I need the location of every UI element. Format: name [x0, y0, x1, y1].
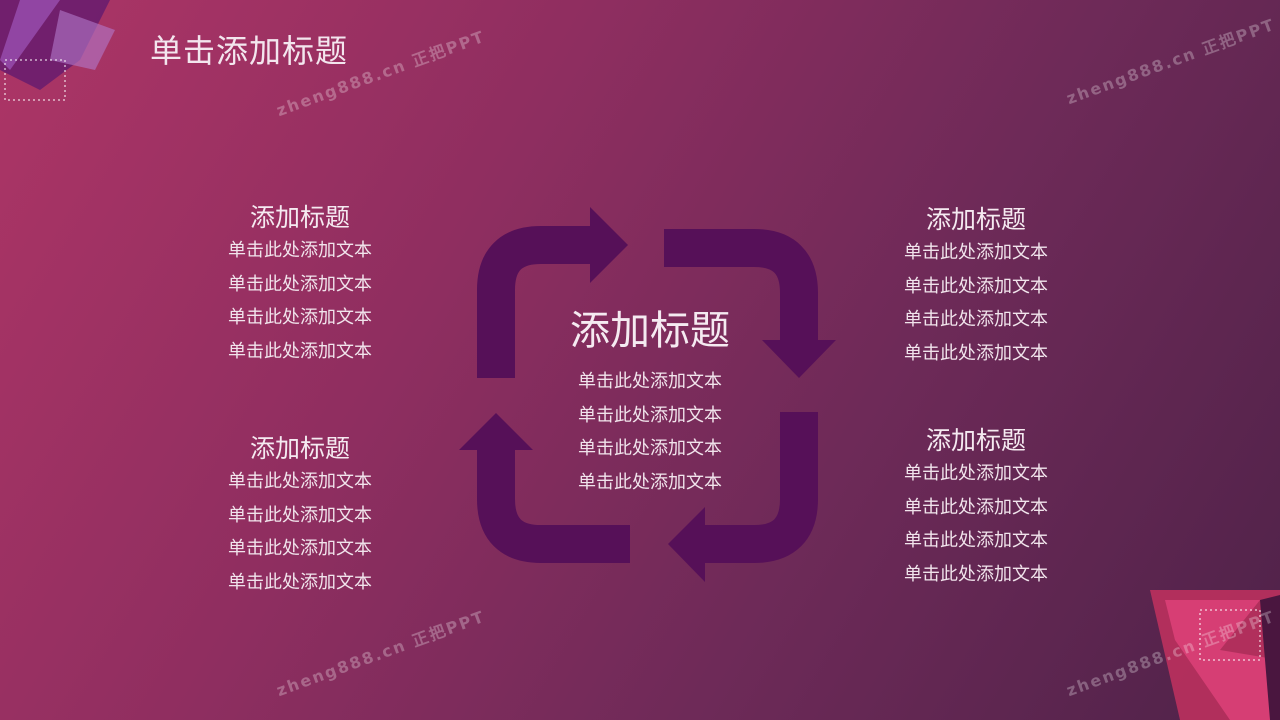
cycle-arrow-top-right: [664, 229, 818, 344]
corner-decoration-top-left: [0, 0, 115, 101]
text-line: 单击此处添加文本: [904, 342, 1048, 364]
text-block-bottom-right[interactable]: 添加标题 单击此处添加文本 单击此处添加文本 单击此处添加文本 单击此处添加文本: [866, 425, 1086, 591]
text-line: 单击此处添加文本: [578, 438, 722, 459]
text-line: 单击此处添加文本: [228, 240, 372, 261]
text-line: 单击此处添加文本: [904, 463, 1048, 484]
text-block-top-right[interactable]: 添加标题 单击此处添加文本 单击此处添加文本 单击此处添加文本 单击此处添加文本: [866, 204, 1086, 370]
cycle-arrow-top-left: [477, 226, 594, 378]
text-line: 单击此处添加文本: [904, 242, 1048, 263]
text-block-bottom-left[interactable]: 添加标题 单击此处添加文本 单击此处添加文本 单击此处添加文本 单击此处添加文本: [190, 433, 410, 599]
center-text-block[interactable]: 添加标题 单击此处添加文本 单击此处添加文本 单击此处添加文本 单击此处添加文本: [540, 305, 760, 499]
text-line: 单击此处添加文本: [228, 471, 372, 492]
cycle-diagram: [477, 226, 818, 563]
block-heading: 添加标题: [925, 426, 1026, 455]
text-line: 单击此处添加文本: [228, 340, 372, 362]
text-line: 单击此处添加文本: [228, 538, 372, 559]
text-line: 单击此处添加文本: [228, 504, 372, 526]
text-block-top-left[interactable]: 添加标题 单击此处添加文本 单击此处添加文本 单击此处添加文本 单击此处添加文本: [190, 202, 410, 368]
text-line: 单击此处添加文本: [228, 307, 372, 328]
text-line: 单击此处添加文本: [578, 371, 722, 392]
arrowhead-down-icon: [762, 340, 836, 378]
block-heading: 添加标题: [249, 203, 350, 232]
cycle-arrow-bottom-left: [477, 446, 630, 563]
text-line: 单击此处添加文本: [578, 404, 722, 426]
corner-decoration-bottom-right: [1150, 590, 1280, 720]
text-line: 单击此处添加文本: [904, 530, 1048, 551]
arrowhead-up-icon: [459, 413, 533, 450]
text-line: 单击此处添加文本: [228, 273, 372, 295]
slide-title[interactable]: 单击添加标题: [150, 32, 349, 70]
arrowhead-right-icon: [590, 207, 628, 283]
arrowhead-left-icon: [668, 507, 705, 582]
cycle-arrow-bottom-right: [702, 412, 818, 563]
block-heading: 添加标题: [249, 434, 350, 463]
text-line: 单击此处添加文本: [228, 571, 372, 593]
block-heading: 添加标题: [925, 205, 1026, 234]
text-line: 单击此处添加文本: [904, 275, 1048, 297]
text-line: 单击此处添加文本: [904, 309, 1048, 330]
text-line: 单击此处添加文本: [904, 496, 1048, 518]
center-heading: 添加标题: [570, 308, 730, 354]
text-line: 单击此处添加文本: [904, 563, 1048, 585]
text-line: 单击此处添加文本: [578, 471, 722, 493]
